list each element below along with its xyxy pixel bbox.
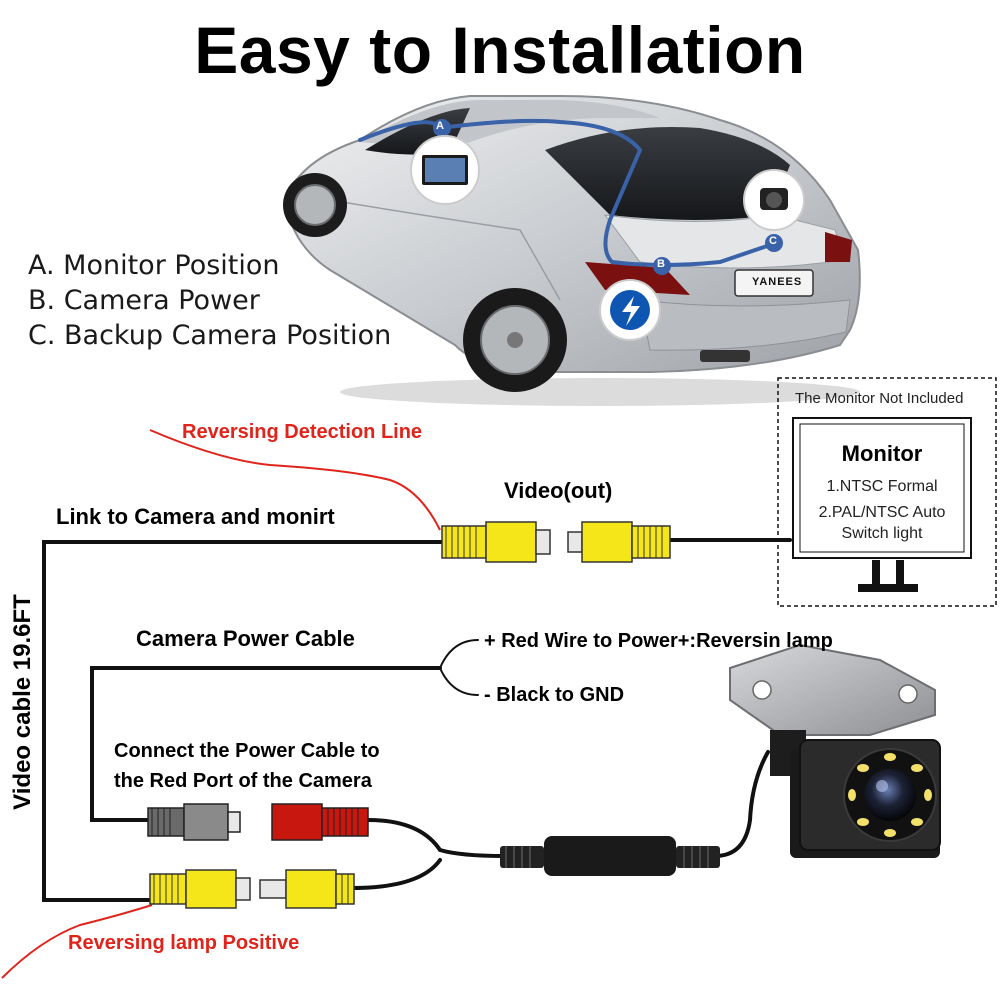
power-connector-red — [271, 803, 369, 841]
monitor-panel — [777, 377, 997, 607]
car-illustration — [283, 95, 861, 406]
page-title: Easy to Installation — [194, 13, 806, 87]
backup-camera — [729, 643, 941, 858]
rca-connector-yellow-bottom-left — [149, 869, 251, 909]
label-video-out: Video(out) — [504, 478, 613, 503]
label-connect-line1: Connect the Power Cable to — [114, 740, 380, 762]
monitor-line-1: 1.NTSC Formal — [826, 478, 938, 495]
monitor-line-3: Switch light — [841, 525, 923, 542]
monitor-note: The Monitor Not Included — [795, 390, 964, 407]
label-reversing-lamp: Reversing lamp Positive — [68, 932, 300, 954]
monitor-line-2: 2.PAL/NTSC Auto — [818, 504, 946, 521]
label-camera-power-cable: Camera Power Cable — [136, 626, 355, 651]
red-signal-lines — [1, 429, 441, 979]
legend-item-a: A. Monitor Position — [28, 250, 280, 281]
rca-connector-yellow-bottom-right — [259, 869, 355, 909]
legend-item-b: B. Camera Power — [28, 285, 260, 316]
label-reversing-detection: Reversing Detection Line — [182, 421, 423, 443]
monitor-title: Monitor — [841, 441, 923, 466]
rca-connector-yellow-top-right — [567, 521, 671, 563]
power-connector-gray — [147, 803, 241, 841]
cable-junction — [500, 836, 720, 876]
label-video-cable: Video cable 19.6FT — [9, 594, 36, 810]
marker-b: B — [657, 258, 665, 270]
marker-c: C — [769, 235, 777, 247]
label-black-gnd: - Black to GND — [484, 684, 625, 706]
rca-connector-yellow-top-left — [441, 521, 551, 563]
license-plate-text: YANEES — [752, 276, 803, 288]
label-link-camera: Link to Camera and monirt — [56, 504, 335, 529]
legend-item-c: C. Backup Camera Position — [28, 320, 392, 351]
label-connect-line2: the Red Port of the Camera — [114, 770, 372, 792]
marker-a: A — [436, 120, 444, 132]
label-red-wire: + Red Wire to Power+:Reversin lamp — [484, 630, 833, 652]
wiring — [42, 538, 792, 902]
